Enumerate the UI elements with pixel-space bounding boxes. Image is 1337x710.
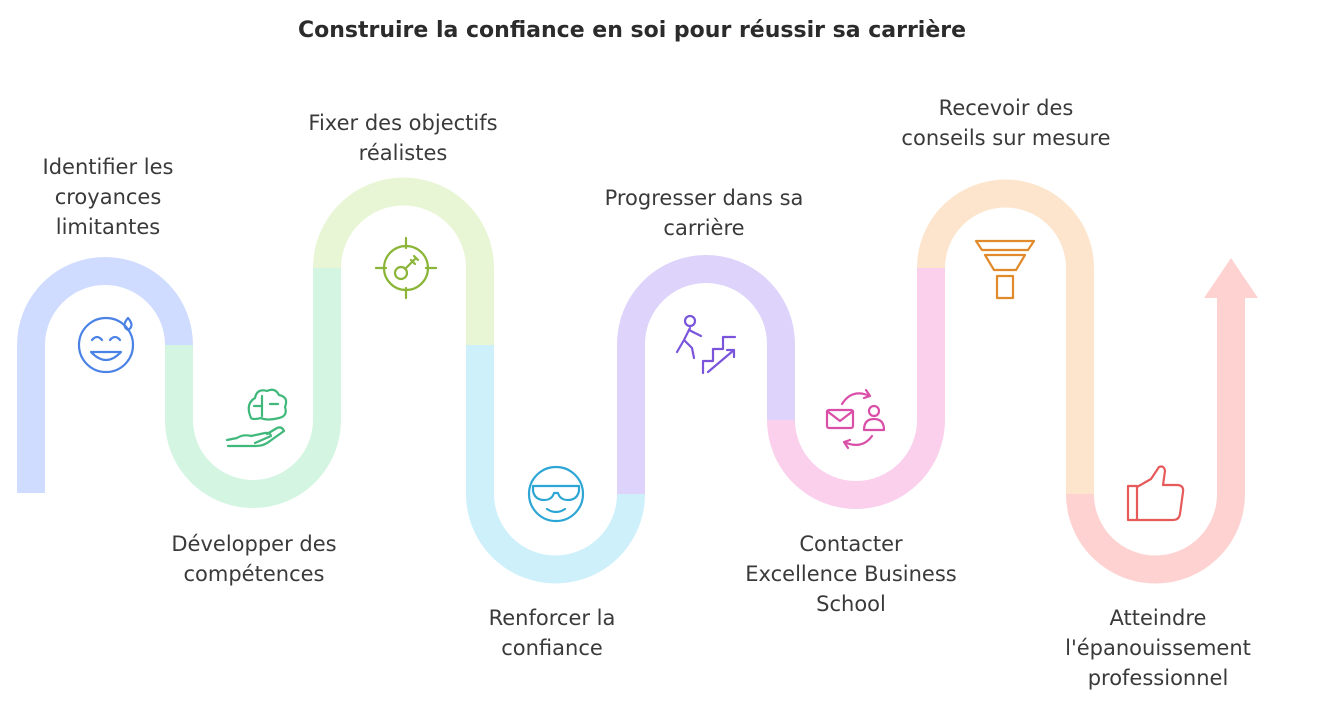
step-label-2: Développer des compétences [171, 532, 337, 586]
contact-exchange-icon [825, 388, 886, 450]
step-label-6: Contacter Excellence Business School [745, 532, 957, 616]
step-label-8: Atteindre l'épanouissement professionnel [1065, 606, 1251, 690]
path-segment-7 [917, 179, 1094, 494]
arrow-head [1204, 258, 1258, 298]
step-label-7: Recevoir des conseils sur mesure [901, 96, 1111, 150]
funnel-icon [974, 239, 1036, 300]
path-segment-4 [466, 345, 645, 584]
smiling-sweat-face-icon [77, 316, 135, 374]
person-climbing-stairs-icon [675, 314, 737, 375]
step-label-5: Progresser dans sa carrière [604, 186, 804, 240]
path-segment-5 [617, 255, 795, 494]
sunglasses-face-icon [527, 465, 585, 523]
diagram-title: Construire la confiance en soi pour réus… [297, 18, 967, 43]
path-segment-2 [165, 268, 341, 508]
brain-in-hand-icon [225, 388, 288, 448]
thumbs-up-icon [1126, 465, 1185, 522]
path-segment-8 [1066, 292, 1245, 584]
step-label-1: Identifier les croyances limitantes [42, 155, 174, 239]
step-label-4: Renforcer la confiance [488, 606, 616, 660]
path-segment-1 [17, 257, 193, 493]
path-segment-3 [313, 177, 494, 345]
path-segment-6 [767, 268, 945, 509]
target-icon [374, 236, 438, 300]
step-label-3: Fixer des objectifs réalistes [308, 111, 498, 165]
